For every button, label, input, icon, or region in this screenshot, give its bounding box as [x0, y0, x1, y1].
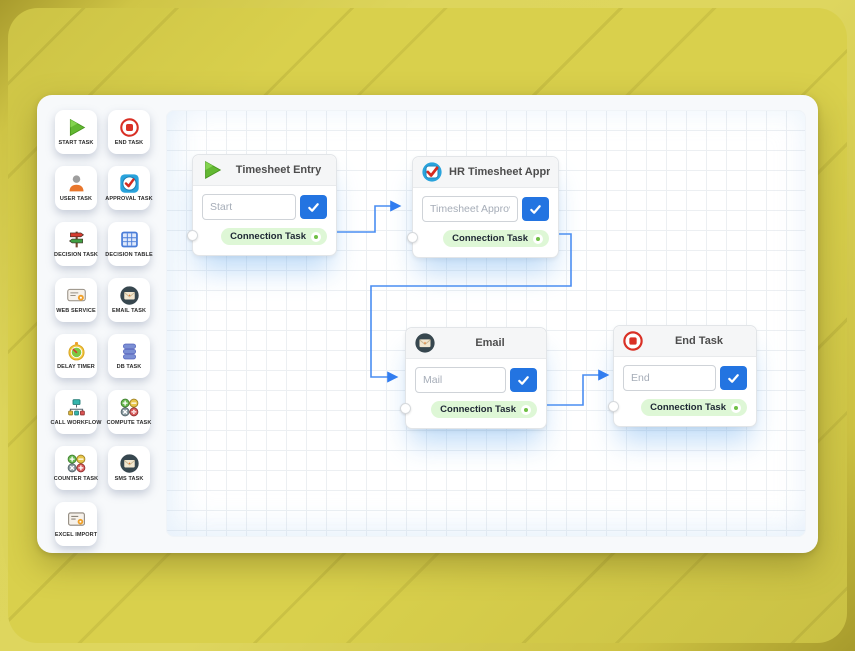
sms-icon [119, 453, 140, 474]
add-connection-dot[interactable] [521, 404, 531, 415]
check-icon [530, 204, 541, 214]
node-header[interactable]: HR Timesheet Approval [413, 157, 558, 188]
confirm-check-button[interactable] [720, 366, 747, 390]
webservice-icon [66, 285, 87, 306]
start-icon [201, 159, 223, 181]
sidebar-item-web-service[interactable]: WEB SERVICE [55, 278, 97, 322]
input-port[interactable] [400, 403, 411, 414]
palette-item-label: WEB SERVICE [56, 308, 96, 315]
sidebar-item-start-task[interactable]: START TASK [55, 110, 97, 154]
node-title: End Task [674, 335, 724, 347]
connection-task-badge[interactable]: Connection Task [221, 228, 327, 245]
node-field-hr-timesheet-approval[interactable] [422, 196, 518, 222]
connection-task-label: Connection Task [452, 233, 528, 244]
connection-task-label: Connection Task [230, 231, 306, 242]
email-icon [119, 285, 140, 306]
connection-task-badge[interactable]: Connection Task [641, 399, 747, 416]
node-title: HR Timesheet Approval [449, 166, 550, 178]
input-port[interactable] [187, 230, 198, 241]
add-connection-dot[interactable] [311, 231, 321, 242]
check-icon [728, 373, 739, 383]
sidebar-item-delay-timer[interactable]: DELAY TIMER [55, 334, 97, 378]
end-icon [119, 117, 140, 138]
add-connection-dot[interactable] [731, 402, 741, 413]
sidebar-item-approval-task[interactable]: APPROVAL TASK [105, 166, 153, 210]
node-end-task[interactable]: End Task Connection Task [608, 325, 757, 427]
start-icon [66, 117, 87, 138]
sidebar-item-sms-task[interactable]: SMS TASK [108, 446, 150, 490]
node-hr-timesheet-approval[interactable]: HR Timesheet Approval Connection Task [407, 156, 559, 258]
email-icon [414, 332, 436, 354]
connector-email-to-end-task[interactable] [545, 369, 610, 406]
node-field-timesheet-entry[interactable] [202, 194, 296, 220]
palette-item-label: DECISION TASK [54, 252, 98, 259]
connection-task-label: Connection Task [440, 404, 516, 415]
palette-item-label: DB TASK [116, 364, 142, 371]
confirm-check-button[interactable] [300, 195, 327, 219]
palette-item-label: EMAIL TASK [111, 308, 147, 315]
input-port[interactable] [608, 401, 619, 412]
sidebar-item-excel-import[interactable]: EXCEL IMPORT [55, 502, 97, 546]
palette-item-label: EXCEL IMPORT [54, 532, 98, 539]
node-field-email[interactable] [415, 367, 506, 393]
node-header[interactable]: End Task [614, 326, 756, 357]
user-icon [66, 173, 87, 194]
input-port[interactable] [407, 232, 418, 243]
approval-icon [119, 173, 140, 194]
palette-item-label: DELAY TIMER [57, 364, 95, 371]
palette-item-label: END TASK [114, 140, 144, 147]
task-palette: START TASK END TASK USER TASK APPROVAL T… [37, 95, 166, 553]
sidebar-item-db-task[interactable]: DB TASK [108, 334, 150, 378]
palette-item-label: COMPUTE TASK [106, 420, 152, 427]
approval2-icon [421, 161, 443, 183]
palette-item-label: DECISION TABLE [105, 252, 153, 259]
table-icon [119, 229, 140, 250]
node-title: Timesheet Entry [235, 164, 322, 176]
connector-timesheet-entry-to-hr-timesheet-approval[interactable] [335, 200, 402, 233]
add-connection-dot[interactable] [533, 233, 543, 244]
confirm-check-button[interactable] [510, 368, 537, 392]
palette-item-label: SMS TASK [114, 476, 144, 483]
sidebar-item-decision-table[interactable]: DECISION TABLE [105, 222, 153, 266]
db-icon [119, 341, 140, 362]
excel-icon [66, 509, 87, 530]
palette-item-label: USER TASK [59, 196, 93, 203]
confirm-check-button[interactable] [522, 197, 549, 221]
node-title: Email [475, 337, 505, 349]
sidebar-item-call-workflow[interactable]: CALL WORKFLOW [51, 390, 101, 434]
decision-icon [66, 229, 87, 250]
node-header[interactable]: Email [406, 328, 546, 359]
palette-item-label: START TASK [58, 140, 94, 147]
palette-item-label: COUNTER TASK [53, 476, 99, 483]
node-email[interactable]: Email Connection Task [400, 327, 547, 429]
callworkflow-icon [66, 397, 87, 418]
sidebar-item-end-task[interactable]: END TASK [108, 110, 150, 154]
node-timesheet-entry[interactable]: Timesheet Entry Connection Task [187, 154, 337, 256]
sidebar-item-user-task[interactable]: USER TASK [55, 166, 97, 210]
node-field-end-task[interactable] [623, 365, 716, 391]
palette-item-label: CALL WORKFLOW [50, 420, 102, 427]
sidebar-item-decision-task[interactable]: DECISION TASK [54, 222, 98, 266]
connection-task-label: Connection Task [650, 402, 726, 413]
counter-icon [66, 453, 87, 474]
sidebar-item-counter-task[interactable]: COUNTER TASK [53, 446, 99, 490]
palette-item-label: APPROVAL TASK [105, 196, 153, 203]
compute-icon [119, 397, 140, 418]
end-icon [622, 330, 644, 352]
sidebar-item-compute-task[interactable]: COMPUTE TASK [106, 390, 152, 434]
connection-task-badge[interactable]: Connection Task [431, 401, 537, 418]
check-icon [308, 202, 319, 212]
timer-icon [66, 341, 87, 362]
connection-task-badge[interactable]: Connection Task [443, 230, 549, 247]
node-header[interactable]: Timesheet Entry [193, 155, 336, 186]
workflow-canvas[interactable]: Timesheet Entry Connection Task [166, 110, 806, 537]
check-icon [518, 375, 529, 385]
sidebar-item-email-task[interactable]: EMAIL TASK [108, 278, 150, 322]
workflow-designer-panel: START TASK END TASK USER TASK APPROVAL T… [37, 95, 818, 553]
